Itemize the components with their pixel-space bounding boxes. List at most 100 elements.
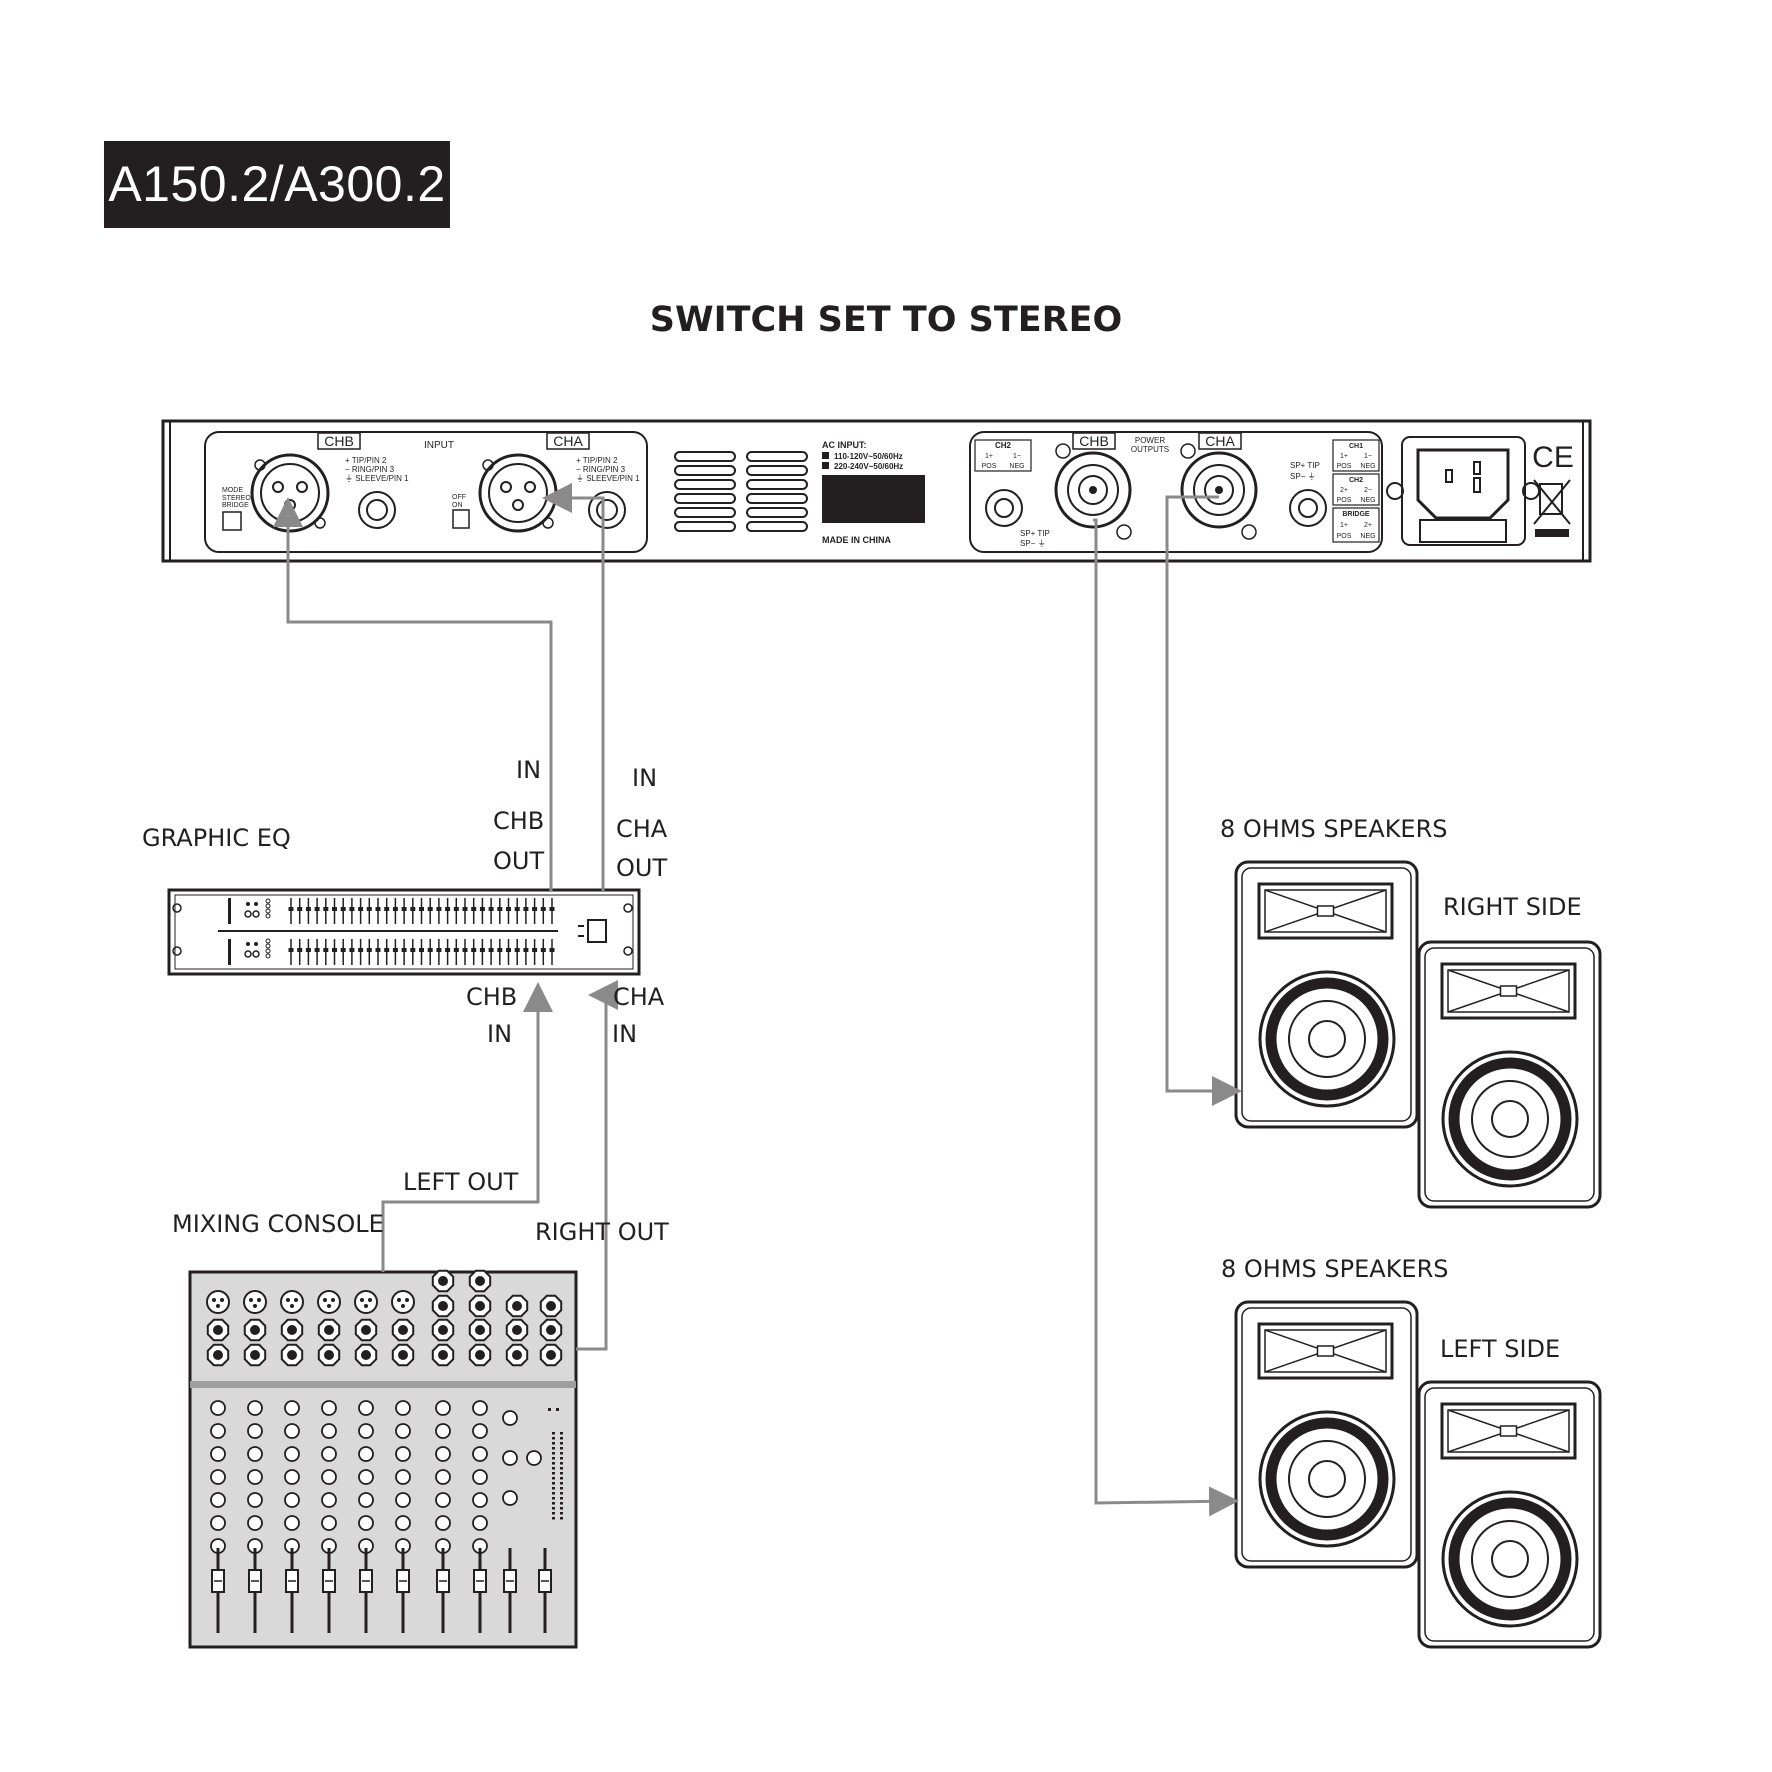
xlr-pin bbox=[331, 1298, 335, 1302]
meter-led bbox=[560, 1487, 563, 1490]
mixer-knob bbox=[284, 1400, 300, 1416]
svg-text:CH1: CH1 bbox=[1349, 443, 1363, 450]
woofer-surround bbox=[1265, 1417, 1389, 1541]
label-eq-cha-in-bottom: IN bbox=[612, 1020, 638, 1048]
speaker-cabinet bbox=[1417, 1380, 1602, 1649]
label-eq-cha-bottom: CHA bbox=[613, 983, 665, 1011]
mixer-knob bbox=[435, 1446, 451, 1462]
eq-slider-cap bbox=[445, 948, 451, 952]
eq-slider-cap bbox=[540, 948, 546, 952]
eq-dot bbox=[265, 913, 271, 919]
label-speakers-bottom: 8 OHMS SPEAKERS bbox=[1221, 1255, 1449, 1283]
eq-slider-cap bbox=[375, 948, 381, 952]
mixer-knob bbox=[210, 1423, 226, 1439]
svg-text:CH2: CH2 bbox=[1349, 477, 1363, 484]
jack-center bbox=[398, 1325, 408, 1335]
meter-led bbox=[552, 1437, 555, 1440]
xlr-pin bbox=[286, 1298, 290, 1302]
vent-slot bbox=[746, 465, 808, 476]
svg-text:SP+ TIP: SP+ TIP bbox=[1290, 461, 1320, 470]
diagram-heading: SWITCH SET TO STEREO bbox=[649, 300, 1123, 340]
mixer-knob bbox=[395, 1515, 411, 1531]
eq-slider-cap bbox=[453, 948, 459, 952]
cable-chb-to-left-speakers bbox=[1093, 518, 1239, 1517]
meter-led bbox=[552, 1517, 555, 1520]
label-graphic-eq: GRAPHIC EQ bbox=[142, 824, 291, 852]
xlr-jack-icon bbox=[243, 1290, 267, 1314]
horn-driver bbox=[1499, 1425, 1518, 1437]
eq-slider-cap bbox=[375, 907, 381, 911]
label-eq-chb-in-top: IN bbox=[516, 756, 542, 784]
xlr-pin bbox=[368, 1298, 372, 1302]
meter-led bbox=[552, 1477, 555, 1480]
binding-post-legend: CH1 1+ 1− POS NEG CH2 2+ 2− POS NEG BRID… bbox=[1332, 439, 1380, 543]
cabinet-inner bbox=[1424, 1387, 1595, 1642]
horn-driver bbox=[1499, 985, 1518, 997]
svg-text:+ TIP/PIN 2: + TIP/PIN 2 bbox=[345, 456, 387, 465]
eq-slider-cap bbox=[305, 907, 311, 911]
eq-led bbox=[254, 902, 258, 906]
dust-cap bbox=[1308, 1020, 1346, 1058]
eq-slider-cap bbox=[427, 948, 433, 952]
label-eq-chb-in-bottom: IN bbox=[487, 1020, 513, 1048]
vent-slot bbox=[746, 479, 808, 490]
eq-slider-cap bbox=[523, 907, 529, 911]
eq-slider-cap bbox=[384, 948, 390, 952]
horn-driver bbox=[1316, 1345, 1335, 1357]
eq-slider-cap bbox=[514, 907, 520, 911]
svg-text:MODE: MODE bbox=[222, 487, 243, 494]
mixer-knob bbox=[358, 1446, 374, 1462]
jack-center bbox=[324, 1325, 334, 1335]
eq-slider-cap bbox=[419, 948, 424, 952]
mixer-knob bbox=[358, 1515, 374, 1531]
eq-slider-cap bbox=[549, 907, 555, 911]
xlr-pin bbox=[290, 1304, 294, 1308]
svg-text:NEG: NEG bbox=[1009, 463, 1024, 470]
svg-text:+ TIP/PIN 2: + TIP/PIN 2 bbox=[576, 456, 618, 465]
label-eq-chb-bottom: CHB bbox=[466, 983, 518, 1011]
eq-slider-cap bbox=[297, 948, 303, 952]
label-eq-cha-out: OUT bbox=[616, 854, 668, 882]
eq-slider-cap bbox=[471, 907, 477, 911]
mixer-knob bbox=[284, 1446, 300, 1462]
eq-slider-cap bbox=[384, 907, 390, 911]
xlr-jack-icon bbox=[280, 1290, 304, 1314]
mixer-knob bbox=[472, 1446, 488, 1462]
vent-slot bbox=[674, 479, 736, 490]
horn-inner bbox=[1447, 969, 1570, 1013]
svg-text:BRIDGE: BRIDGE bbox=[222, 502, 249, 509]
woofer-surround bbox=[1265, 977, 1389, 1101]
eq-slider-cap bbox=[479, 907, 485, 911]
eq-dot bbox=[265, 903, 271, 909]
model-badge: A150.2/A300.2 bbox=[104, 141, 450, 228]
meter-led bbox=[560, 1492, 563, 1495]
svg-text:⏚ SLEEVE/PIN 1: ⏚ SLEEVE/PIN 1 bbox=[345, 474, 409, 483]
svg-text:1+: 1+ bbox=[985, 453, 993, 460]
eq-knob bbox=[252, 950, 260, 958]
mixer-knob bbox=[472, 1469, 488, 1485]
eq-slider-cap bbox=[488, 948, 494, 952]
eq-slider-cap bbox=[479, 948, 485, 952]
svg-text:− RING/PIN 3: − RING/PIN 3 bbox=[576, 465, 626, 474]
serial-label bbox=[822, 475, 925, 523]
jack-center bbox=[438, 1350, 448, 1360]
eq-led bbox=[254, 942, 258, 946]
svg-text:OFF: OFF bbox=[452, 494, 466, 501]
eq-slider-cap bbox=[506, 907, 511, 911]
label-left-side: LEFT SIDE bbox=[1440, 1335, 1561, 1363]
jack-center bbox=[475, 1276, 485, 1286]
mixer-knob bbox=[247, 1492, 263, 1508]
woofer-surround bbox=[1448, 1057, 1572, 1181]
eq-slider-cap bbox=[314, 948, 320, 952]
eq-slider-cap bbox=[305, 948, 311, 952]
svg-text:2+: 2+ bbox=[1340, 487, 1348, 494]
eq-slider-cap bbox=[366, 907, 372, 911]
label-eq-cha-top: CHA bbox=[616, 815, 668, 843]
speaker-cabinet bbox=[1234, 860, 1419, 1129]
jack-center bbox=[438, 1325, 448, 1335]
vent-slot bbox=[746, 451, 808, 462]
jack-center bbox=[475, 1350, 485, 1360]
svg-text:NEG: NEG bbox=[1360, 533, 1375, 540]
eq-slider-cap bbox=[401, 948, 407, 952]
vent-slot bbox=[674, 521, 736, 532]
